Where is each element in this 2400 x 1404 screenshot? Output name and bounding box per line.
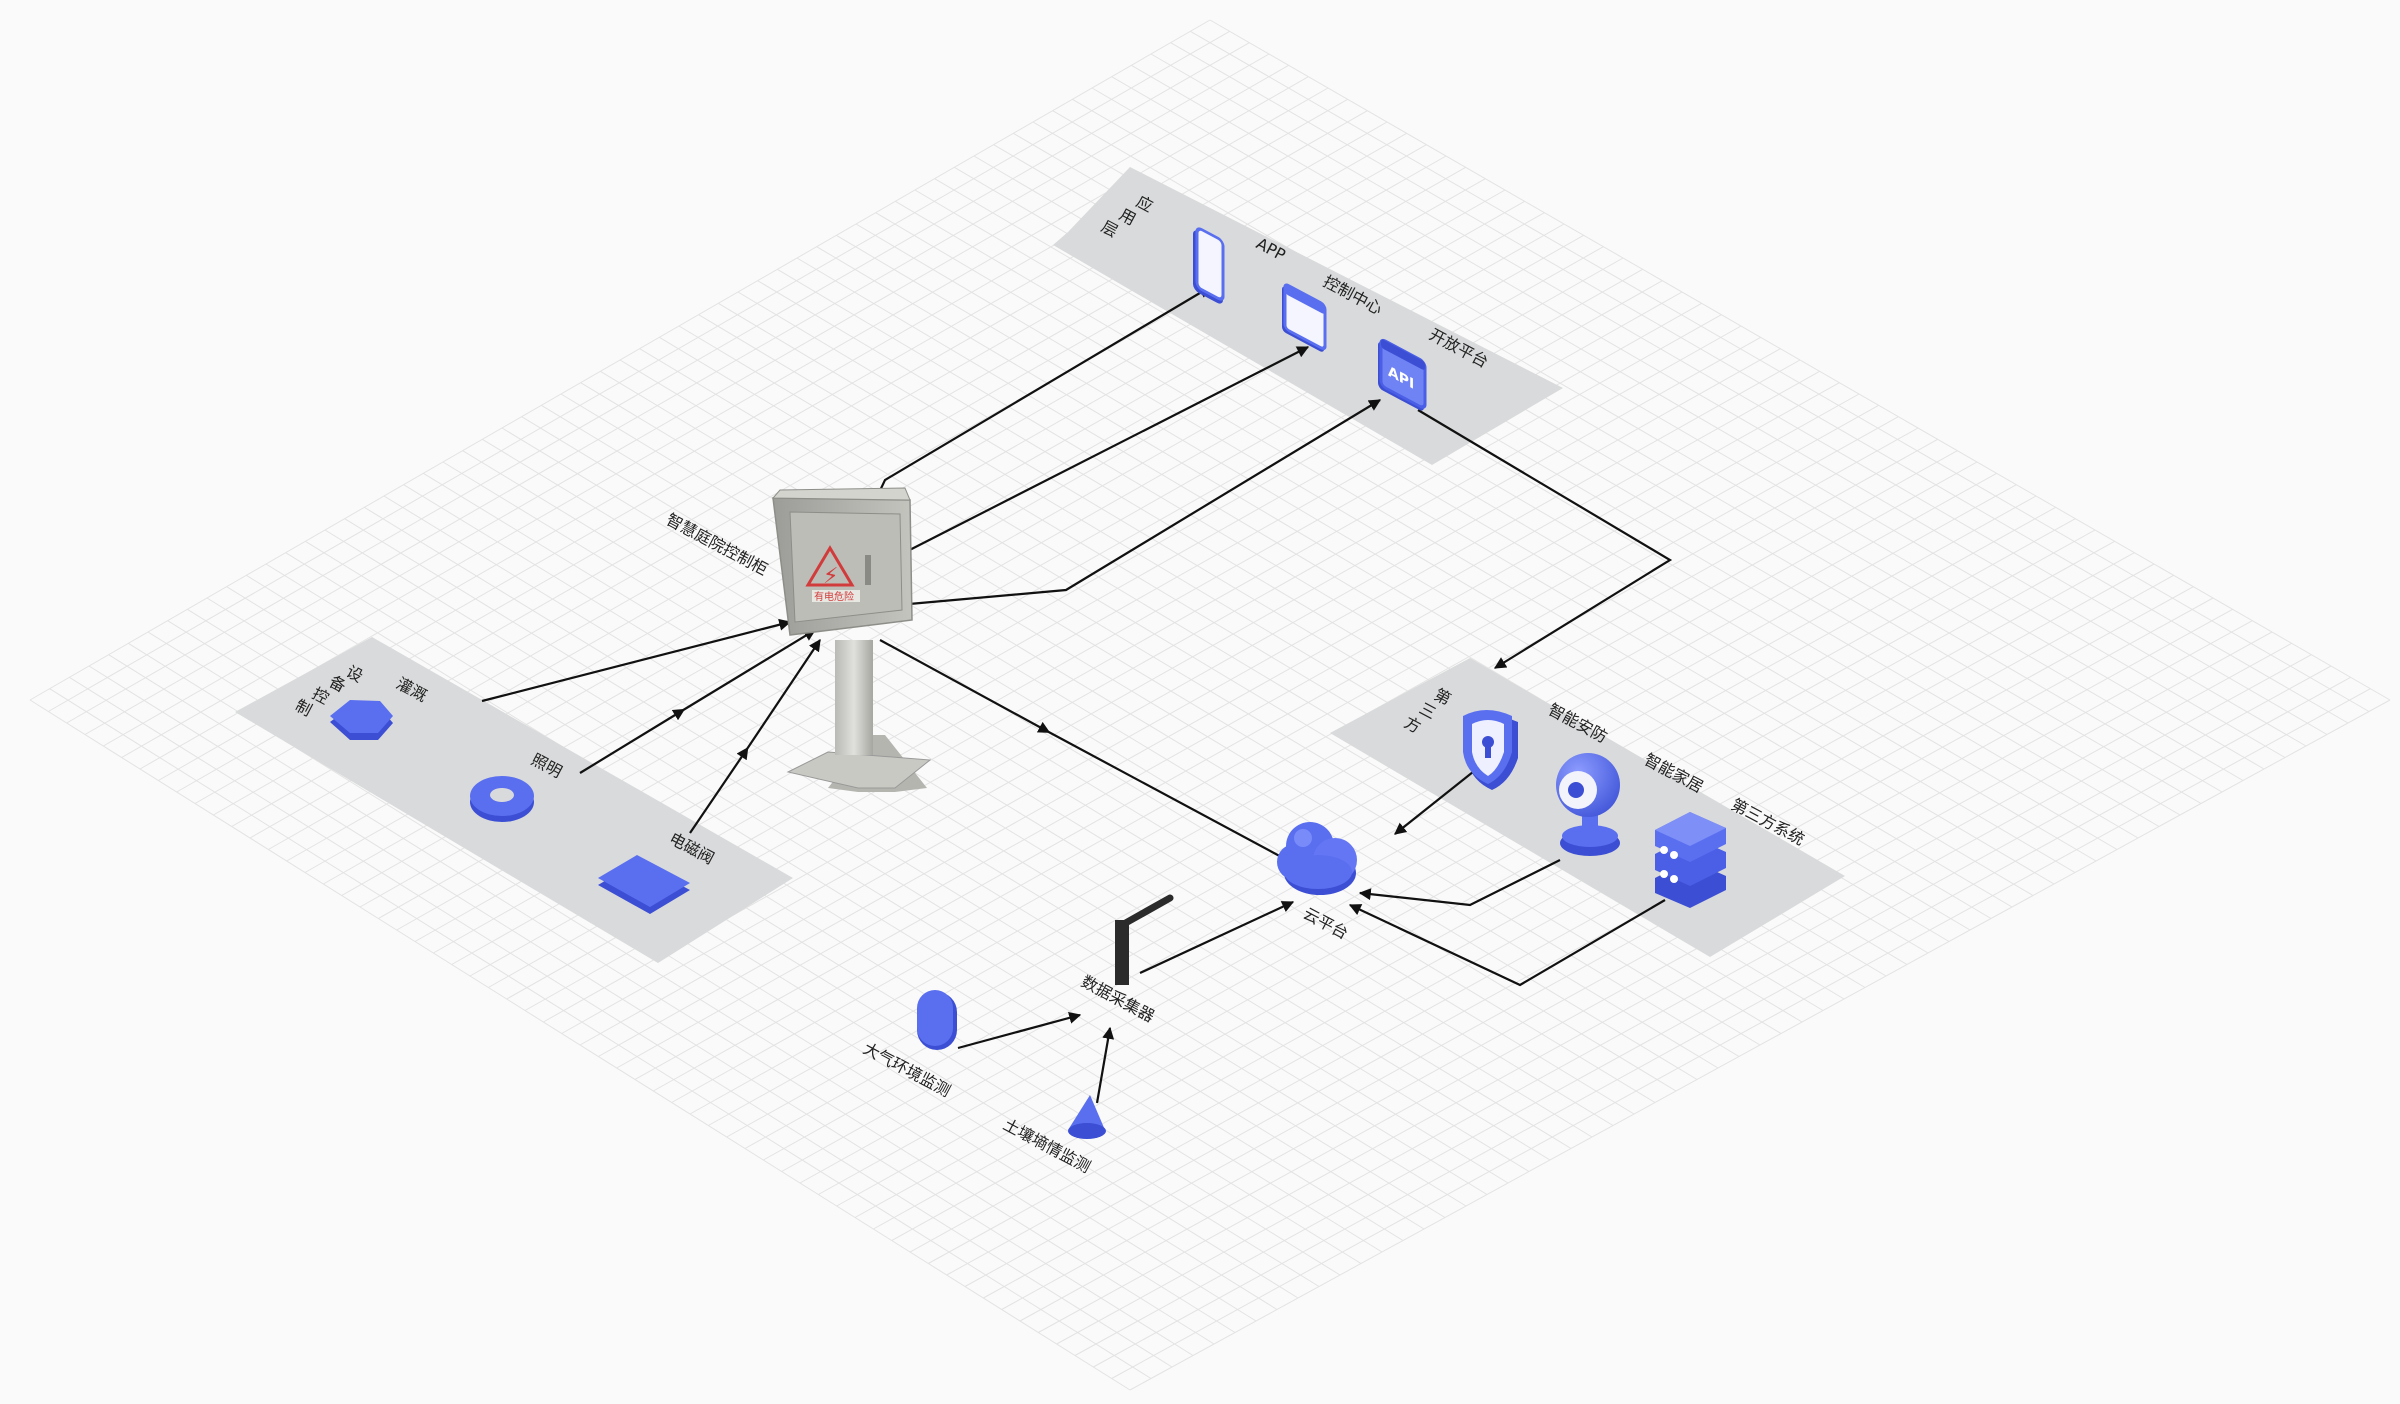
grid-line (69, 676, 1173, 1368)
cloud-platform-label: 云平台 (1300, 904, 1351, 943)
grid-line (29, 699, 1131, 1391)
soil-sensor-cone-icon (1068, 1095, 1106, 1139)
security-camera-icon (1556, 753, 1620, 856)
cabinet-warning-text: 有电危险 (814, 590, 854, 603)
svg-text:⚡: ⚡ (823, 564, 838, 589)
api-icon: API (1378, 338, 1427, 411)
server-stack-icon (1655, 812, 1726, 908)
grid-line (1093, 676, 2351, 1368)
browser-window-icon (1282, 283, 1327, 352)
irrigation-hexagon-icon (330, 700, 393, 740)
app-layer-label-char-3: 层 (1098, 217, 1121, 241)
phone-icon (1193, 227, 1225, 304)
atmosphere-sensor-capsule-icon (917, 990, 957, 1050)
connections (481, 286, 1673, 1104)
grid-line (1074, 665, 2332, 1356)
device-control-label-char-1: 设 (343, 662, 366, 686)
device-control-label-char-4: 制 (292, 696, 315, 720)
third-party-label-char-2: 三 (1416, 699, 1439, 723)
grid-line (1001, 620, 2253, 1310)
solenoid-valve-square-icon (598, 855, 690, 914)
third-party-label-char-3: 方 (1401, 713, 1424, 737)
grid-line (108, 654, 1215, 1345)
cloud-icon (1277, 822, 1357, 895)
grid-line (88, 665, 1194, 1356)
grid-line (964, 597, 2214, 1287)
device-control-label-char-2: 备 (326, 672, 349, 696)
device-control-label-char-3: 控 (309, 684, 332, 708)
shield-lock-icon (1463, 710, 1518, 790)
grid-line (1129, 699, 2391, 1391)
grid-line (1056, 654, 2312, 1345)
cabinet-label: 智慧庭院控制柜 (663, 510, 771, 579)
app-layer-label-char-1: 应 (1133, 192, 1156, 216)
grid-line (983, 608, 2233, 1299)
grid-line (128, 642, 1236, 1333)
data-collector-antenna-icon (1115, 894, 1174, 985)
grid-line (1038, 642, 2292, 1333)
grid-line (1111, 688, 2371, 1379)
lighting-torus-icon (470, 776, 534, 822)
grid-line (49, 688, 1152, 1379)
third-party-label-char-1: 第 (1431, 685, 1454, 709)
app-layer-label-char-2: 用 (1116, 205, 1139, 229)
control-cabinet: ⚡ 有电危险 (771, 487, 932, 792)
grid-line (1019, 631, 2273, 1322)
